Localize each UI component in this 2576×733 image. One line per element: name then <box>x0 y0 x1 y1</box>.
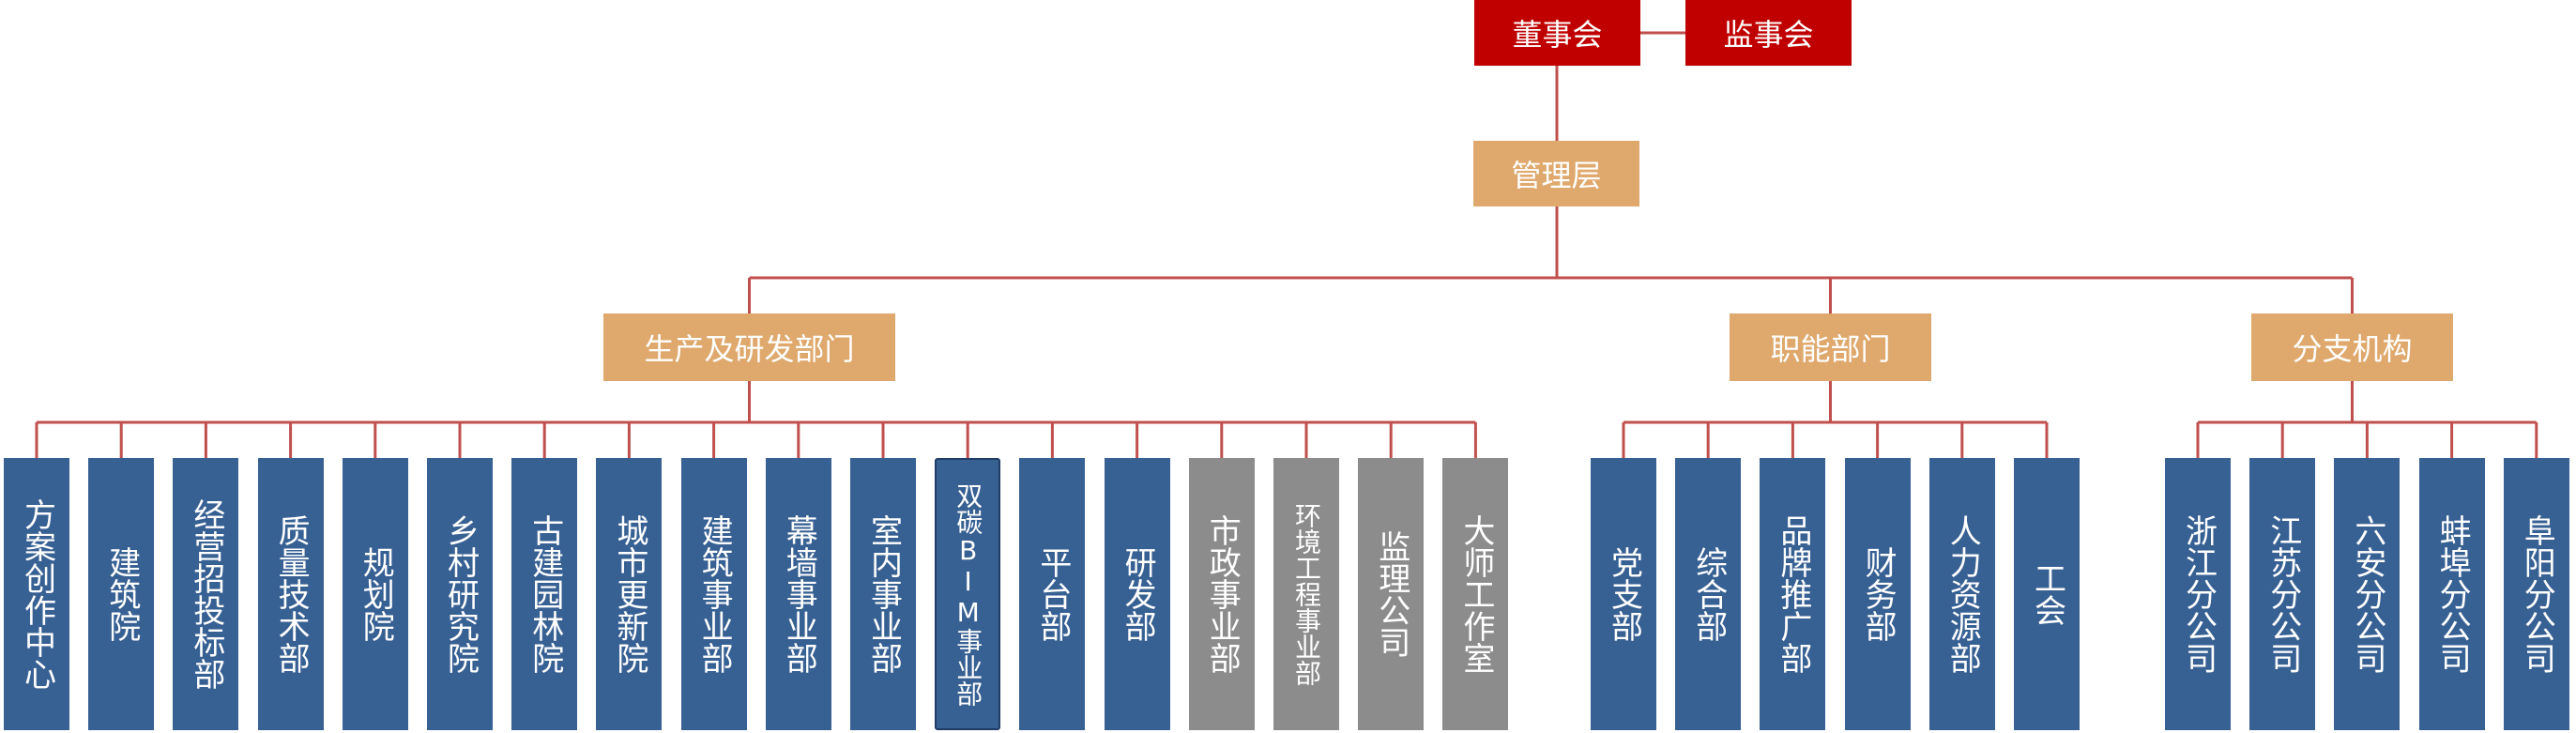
unit-box: 工会 <box>2014 458 2080 730</box>
unit-box: 阜阳分公司 <box>2503 458 2569 730</box>
unit-box: 党支部 <box>1591 458 1656 730</box>
division-box-2: 职能部门 <box>1730 313 1931 381</box>
unit-box: 蚌埠分公司 <box>2418 458 2485 730</box>
unit-box: 室内事业部 <box>850 458 916 730</box>
unit-box: 建筑事业部 <box>680 458 747 730</box>
unit-box: 品牌推广部 <box>1760 458 1826 730</box>
unit-box: 六安分公司 <box>2334 458 2401 730</box>
unit-box: 监理公司 <box>1358 458 1425 730</box>
unit-box: 人力资源部 <box>1928 458 1995 730</box>
unit-box: 双碳BIM事业部 <box>935 458 1001 730</box>
management-box: 管理层 <box>1473 141 1639 206</box>
division-box-1: 生产及研发部门 <box>603 313 895 381</box>
unit-box: 城市更新院 <box>596 458 663 730</box>
unit-box: 江苏分公司 <box>2249 458 2316 730</box>
supervisory-board-box: 监事会 <box>1685 0 1852 66</box>
unit-box: 古建园林院 <box>511 458 578 730</box>
unit-box: 方案创作中心 <box>4 458 69 730</box>
unit-box: 平台部 <box>1019 458 1086 730</box>
unit-box: 市政事业部 <box>1188 458 1255 730</box>
unit-box: 幕墙事业部 <box>765 458 831 730</box>
unit-box: 规划院 <box>342 458 408 730</box>
division-box-3: 分支机构 <box>2251 313 2453 381</box>
unit-box: 乡村研究院 <box>427 458 493 730</box>
unit-box: 浙江分公司 <box>2165 458 2231 730</box>
unit-box: 研发部 <box>1104 458 1170 730</box>
unit-box: 大师工作室 <box>1442 458 1509 730</box>
board-box: 董事会 <box>1474 0 1640 66</box>
unit-box: 环境工程事业部 <box>1273 458 1339 730</box>
unit-box: 质量技术部 <box>257 458 324 730</box>
unit-box: 财务部 <box>1844 458 1911 730</box>
unit-box: 建筑院 <box>88 458 155 730</box>
unit-box: 经营招投标部 <box>173 458 239 730</box>
unit-box: 综合部 <box>1675 458 1742 730</box>
